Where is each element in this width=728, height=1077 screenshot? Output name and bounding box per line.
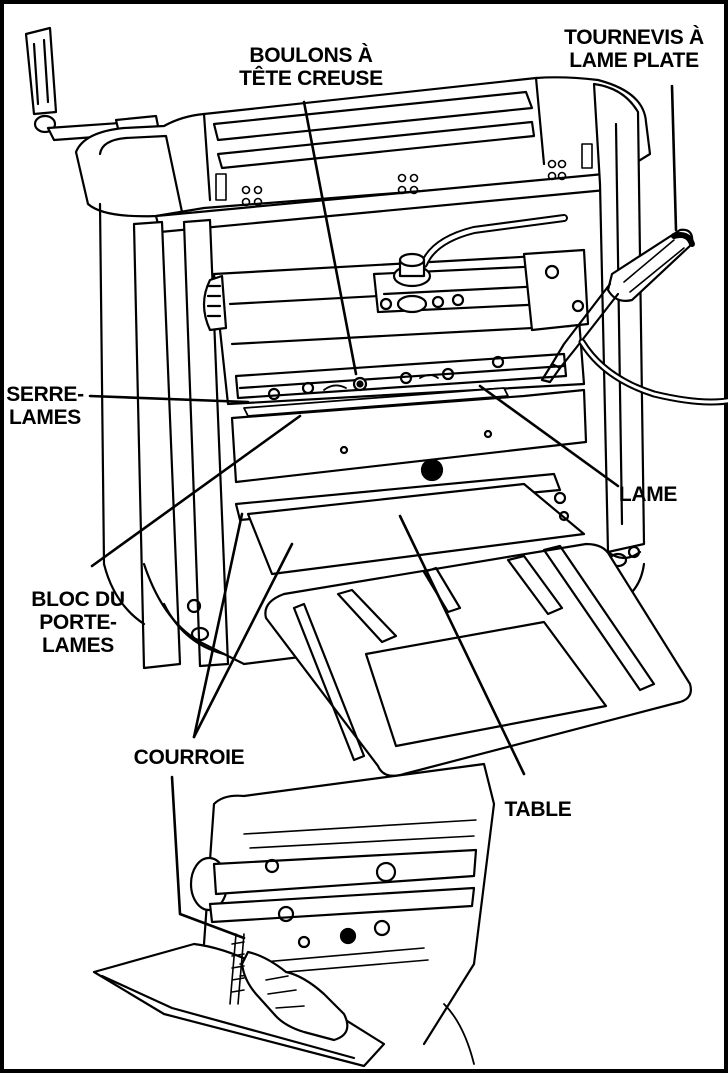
- extension-table: [186, 542, 692, 777]
- label-courroie: COURROIE: [133, 746, 245, 769]
- label-serre-lames: SERRE- LAMES: [6, 383, 84, 429]
- leader-tournevis: [670, 84, 678, 232]
- label-boulons-tete-creuse: BOULONS À TÊTE CREUSE: [239, 44, 383, 90]
- flat-screwdriver: [540, 228, 728, 406]
- inset-illustration: [92, 762, 496, 1068]
- label-lame: LAME: [618, 483, 678, 506]
- label-tournevis-lame-plate: TOURNEVIS À LAME PLATE: [564, 26, 704, 72]
- leader-courroie-1: [192, 542, 294, 739]
- leader-courroie-3: [170, 775, 246, 940]
- rail-holes: [215, 143, 593, 207]
- blade-assembly: [234, 352, 568, 422]
- infeed-table: [246, 482, 586, 576]
- planer-illustration: [24, 26, 728, 1068]
- leader-bloc: [90, 414, 302, 568]
- leader-courroie-2: [192, 512, 244, 739]
- leader-table: [398, 514, 526, 776]
- leader-boulons: [302, 100, 358, 376]
- leader-lines: [88, 84, 678, 940]
- leader-lame: [478, 384, 620, 488]
- label-table: TABLE: [504, 798, 572, 821]
- label-bloc-du-porte-lames: BLOC DU PORTE- LAMES: [31, 588, 125, 657]
- planer-body: [74, 76, 652, 670]
- leader-serre-lames: [88, 394, 250, 404]
